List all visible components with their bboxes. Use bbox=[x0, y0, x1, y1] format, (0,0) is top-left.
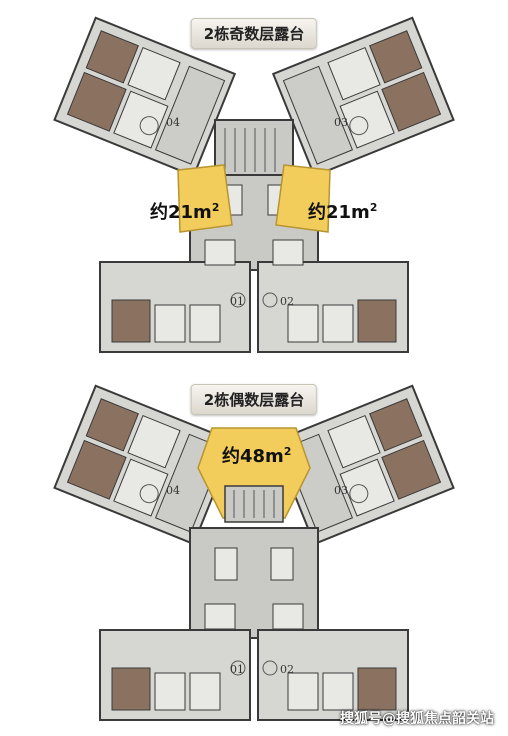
terrace-area-left: 约21m2 bbox=[150, 201, 220, 223]
unit-number-03: 03 bbox=[334, 116, 348, 129]
terrace-right bbox=[275, 164, 331, 233]
unit-number-01: 01 bbox=[230, 295, 244, 308]
floor-plan-even-drawing: 04 03 01 02 bbox=[53, 384, 455, 721]
unit-number-04-even: 04 bbox=[166, 484, 180, 497]
terrace-area-right: 约21m2 bbox=[308, 201, 378, 223]
unit-number-02-even: 02 bbox=[280, 663, 294, 676]
terrace-area-center: 约48m2 bbox=[222, 445, 292, 467]
terrace-left bbox=[177, 164, 233, 233]
floor-plan-odd-drawing: 04 03 01 02 bbox=[53, 16, 455, 353]
wing-unit-03 bbox=[271, 16, 455, 178]
unit-number-04: 04 bbox=[166, 116, 180, 129]
wing-unit-04-even bbox=[53, 384, 237, 546]
plan-title-odd: 2栋奇数层露台 bbox=[190, 18, 318, 49]
watermark: 搜狐号@搜狐焦点韶关站 bbox=[340, 711, 494, 727]
elevator-right-even bbox=[270, 547, 294, 581]
unit-number-01-even: 01 bbox=[230, 663, 244, 676]
elevator-left-even bbox=[214, 547, 238, 581]
plan-title-even: 2栋偶数层露台 bbox=[190, 384, 318, 415]
unit-number-02: 02 bbox=[280, 295, 294, 308]
wing-unit-04 bbox=[53, 16, 237, 178]
floor-plan-odd: 04 03 01 02 2栋奇数层露台 约21m2 约21m2 bbox=[53, 16, 455, 353]
floor-plan-even: 04 03 01 02 2栋偶数层露台 约48m2 bbox=[0, 368, 508, 736]
stair-core bbox=[214, 119, 294, 181]
unit-number-03-even: 03 bbox=[334, 484, 348, 497]
